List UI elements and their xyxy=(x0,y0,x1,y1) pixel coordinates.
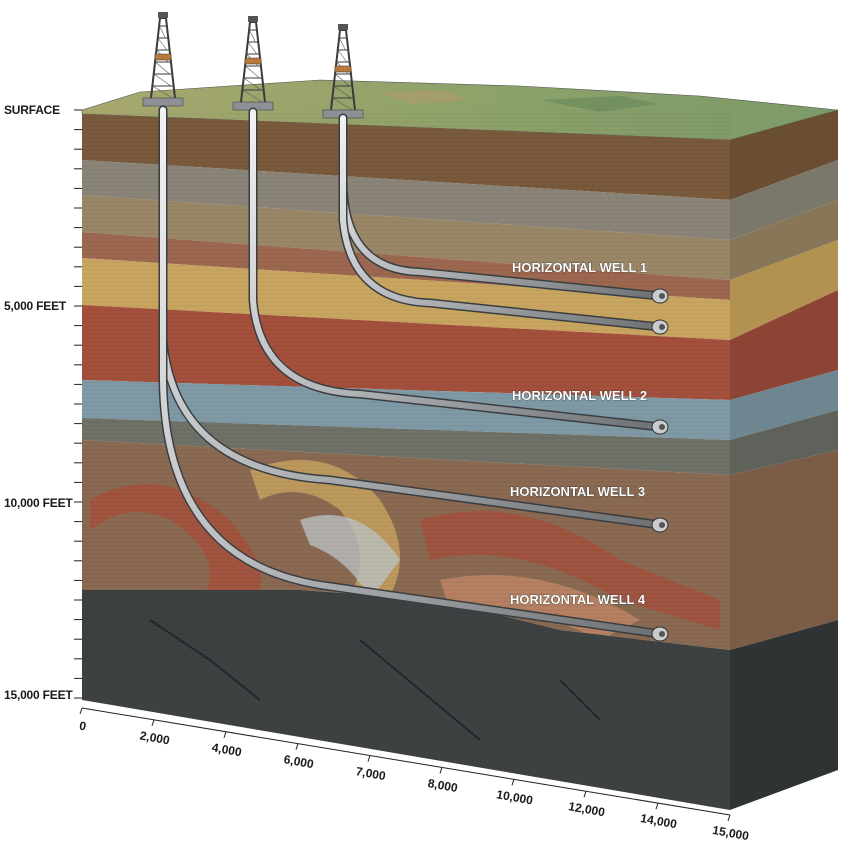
distance-tick-label: 0 xyxy=(78,719,87,734)
distance-tick-label: 2,000 xyxy=(139,728,171,747)
well-pipe-2 xyxy=(338,113,665,332)
well-label-3: HORIZONTAL WELL 3 xyxy=(510,484,645,499)
well-pipe-5 xyxy=(158,105,665,639)
front-face-strata xyxy=(82,110,732,810)
striation-overlay xyxy=(82,110,732,670)
drill-bit-2 xyxy=(651,319,669,335)
depth-axis xyxy=(74,109,82,699)
distance-tick xyxy=(727,814,731,822)
depth-label-5000: 5,000 FEET xyxy=(4,299,67,313)
distance-tick xyxy=(439,767,443,774)
distance-tick xyxy=(511,779,515,786)
distance-tick-label: 7,000 xyxy=(355,764,387,783)
drill-bit-3 xyxy=(651,419,669,435)
depth-label-15000: 15,000 FEET xyxy=(4,688,73,702)
distance-tick-label: 8,000 xyxy=(427,776,459,795)
distance-tick xyxy=(295,743,299,750)
distance-tick xyxy=(655,802,659,810)
distance-tick xyxy=(79,707,83,715)
distance-tick xyxy=(151,719,155,727)
well-pipe-3 xyxy=(248,107,665,432)
distance-tick-label: 14,000 xyxy=(639,811,678,831)
side-face-strata xyxy=(730,110,838,810)
depth-label-surface: SURFACE xyxy=(4,103,60,117)
well-label-2: HORIZONTAL WELL 2 xyxy=(512,388,647,403)
distance-tick-label: 15,000 xyxy=(711,823,750,843)
drill-bit-1 xyxy=(651,288,669,304)
distance-axis: 0 2,000 4,000 6,000 7,000 8,000 10,000 12,000 14… xyxy=(78,707,750,843)
drill-bit-5 xyxy=(651,626,669,642)
distance-tick-label: 10,000 xyxy=(495,787,534,807)
depth-label-10000: 10,000 FEET xyxy=(4,496,73,510)
derrick-1 xyxy=(142,12,184,107)
distance-tick-label: 12,000 xyxy=(567,799,606,819)
distance-tick-label: 4,000 xyxy=(211,740,243,759)
distance-axis-line xyxy=(81,707,731,816)
distance-tick-label: 6,000 xyxy=(283,752,315,771)
drill-bit-4 xyxy=(651,517,669,533)
distance-tick xyxy=(223,731,227,738)
distance-tick xyxy=(583,791,587,798)
distance-tick xyxy=(367,755,371,762)
well-label-4: HORIZONTAL WELL 4 xyxy=(510,592,646,607)
ground-patch xyxy=(540,96,660,112)
ground-patch xyxy=(380,90,470,104)
derrick-2 xyxy=(232,16,274,111)
well-label-1: HORIZONTAL WELL 1 xyxy=(512,260,647,275)
